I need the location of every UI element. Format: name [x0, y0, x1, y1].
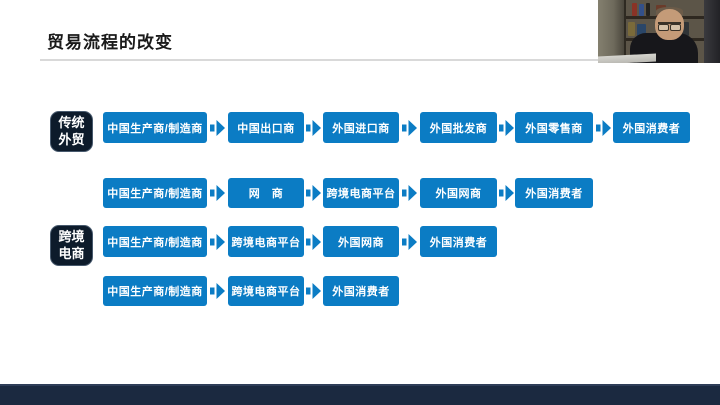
flow-box: 外国消费者 [323, 276, 399, 306]
book-spine [628, 22, 635, 36]
glasses-lens [670, 24, 681, 31]
glasses-icon [658, 22, 681, 31]
flow-box: 中国生产商/制造商 [103, 112, 207, 143]
arrow-right-icon [402, 232, 417, 252]
flow-box: 外国网商 [420, 178, 497, 208]
group-label-cross-border-ecommerce: 跨境 电商 [50, 225, 93, 266]
flow-box: 外国消费者 [515, 178, 593, 208]
group-label-line: 外贸 [58, 131, 85, 147]
book-spine [646, 3, 650, 16]
flow-box: 外国进口商 [323, 112, 399, 143]
book-spine [637, 24, 646, 36]
flow-box: 中国出口商 [228, 112, 304, 143]
arrow-right-icon [306, 118, 321, 138]
flow-box: 跨境电商平台 [323, 178, 399, 208]
title-underline [40, 59, 682, 61]
arrow-right-icon [210, 232, 225, 252]
flow-box: 中国生产商/制造商 [103, 178, 207, 208]
arrow-right-icon [210, 281, 225, 301]
page-title: 贸易流程的改变 [47, 33, 173, 52]
arrow-right-icon [306, 183, 321, 203]
flow-box: 网 商 [228, 178, 304, 208]
arrow-right-icon [210, 183, 225, 203]
group-label-traditional-trade: 传统 外贸 [50, 111, 93, 152]
glasses-lens [658, 24, 669, 31]
book-spine [681, 22, 689, 36]
flow-box: 外国消费者 [420, 226, 497, 257]
flow-box: 跨境电商平台 [228, 276, 304, 306]
flow-box: 外国网商 [323, 226, 399, 257]
group-label-line: 跨境 [58, 228, 85, 244]
presenter-webcam-video[interactable] [598, 0, 720, 63]
flow-box: 跨境电商平台 [228, 226, 304, 257]
flow-box: 外国零售商 [515, 112, 593, 143]
flow-box: 中国生产商/制造商 [103, 276, 207, 306]
arrow-right-icon [210, 118, 225, 138]
book-spine [632, 3, 637, 16]
flow-box: 外国批发商 [420, 112, 497, 143]
cabinet-left [598, 0, 626, 63]
arrow-right-icon [402, 118, 417, 138]
group-label-line: 传统 [58, 114, 85, 130]
flow-box: 外国消费者 [613, 112, 690, 143]
arrow-right-icon [306, 232, 321, 252]
arrow-right-icon [499, 183, 514, 203]
arrow-right-icon [499, 118, 514, 138]
arrow-right-icon [596, 118, 611, 138]
book-spine [639, 4, 644, 16]
arrow-right-icon [306, 281, 321, 301]
footer-bar [0, 384, 720, 405]
arrow-right-icon [402, 183, 417, 203]
dark-edge [704, 0, 720, 63]
group-label-line: 电商 [58, 245, 85, 261]
flow-box: 中国生产商/制造商 [103, 226, 207, 257]
